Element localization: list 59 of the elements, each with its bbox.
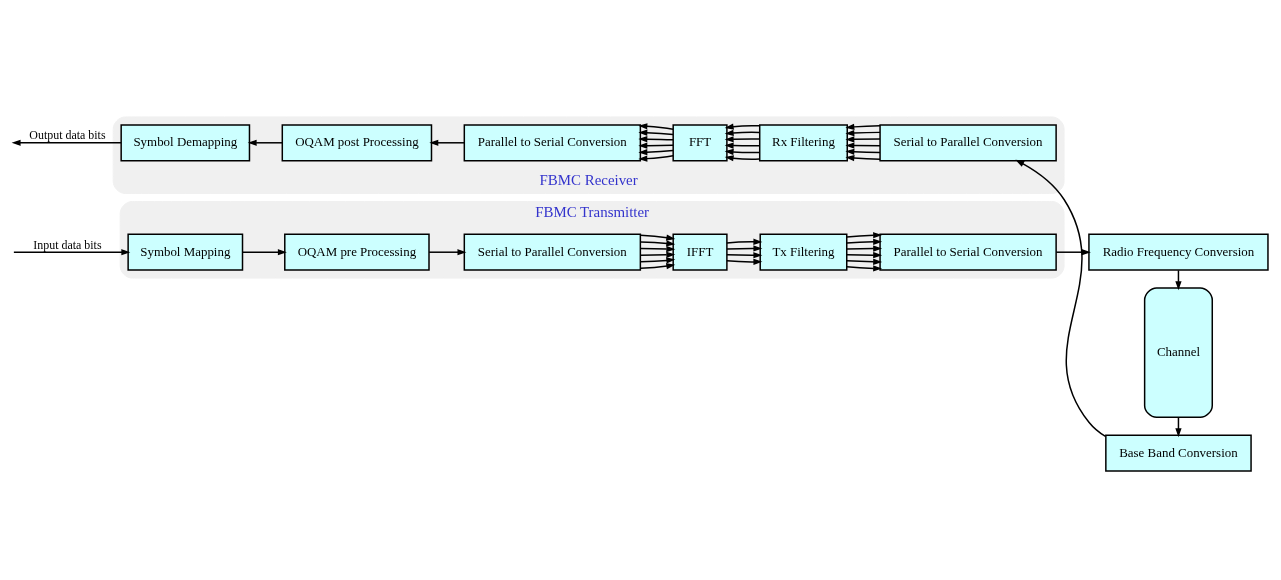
arrow <box>1015 159 1107 438</box>
arrow <box>242 249 287 256</box>
arrow <box>845 154 881 162</box>
arrow <box>724 142 761 149</box>
arrow <box>726 238 763 245</box>
edge-label: Input data bits <box>33 237 102 252</box>
arrow <box>845 136 881 143</box>
arrow <box>846 238 883 245</box>
arrow <box>638 154 674 162</box>
arrow <box>1055 249 1091 256</box>
node-box: Tx Filtering <box>759 233 848 271</box>
node-box: Rx Filtering <box>758 124 848 162</box>
arrow <box>726 245 763 252</box>
arrow <box>638 123 674 131</box>
arrow <box>638 149 674 156</box>
arrow <box>428 249 467 256</box>
arrow <box>726 258 763 266</box>
arrow <box>845 148 881 155</box>
node-box: Parallel to Serial Conversion <box>879 233 1057 271</box>
arrow <box>846 252 883 259</box>
node-box: OQAM post Processing <box>281 124 433 162</box>
node-box: Serial to Parallel Conversion <box>879 124 1057 162</box>
arrow <box>724 123 761 130</box>
arrow <box>639 240 676 247</box>
arrow <box>639 257 676 264</box>
arrow <box>726 252 763 259</box>
arrow <box>846 258 883 265</box>
arrow <box>638 129 674 136</box>
arrow <box>724 129 761 137</box>
edge-label: Output data bits <box>29 128 106 143</box>
arrow <box>845 142 881 149</box>
arrow <box>638 142 674 149</box>
node-box: IFFT <box>672 233 728 271</box>
arrow <box>11 139 122 146</box>
node-box: Channel <box>1143 287 1213 419</box>
arrow <box>845 129 881 137</box>
node-box: Serial to Parallel Conversion <box>463 233 642 271</box>
arrow <box>247 139 283 146</box>
node-box: Symbol Demapping <box>120 124 251 162</box>
node-box: Base Band Conversion <box>1105 434 1252 472</box>
arrow <box>639 245 676 253</box>
node-box: FFT <box>672 124 728 162</box>
arrow <box>429 139 465 146</box>
arrow <box>846 245 883 252</box>
arrow <box>845 123 881 130</box>
node-box: Parallel to Serial Conversion <box>463 124 642 162</box>
arrow <box>846 265 883 272</box>
arrow <box>639 263 676 270</box>
arrow <box>724 148 761 156</box>
node-box: Symbol Mapping <box>127 233 244 271</box>
arrow <box>639 251 676 258</box>
node-box: Radio Frequency Conversion <box>1088 233 1269 271</box>
arrow <box>13 249 131 256</box>
arrow <box>724 155 761 162</box>
arrow <box>639 234 676 241</box>
arrow <box>846 232 883 239</box>
arrow <box>724 136 761 143</box>
arrow <box>638 136 674 143</box>
node-box: OQAM pre Processing <box>284 233 430 271</box>
